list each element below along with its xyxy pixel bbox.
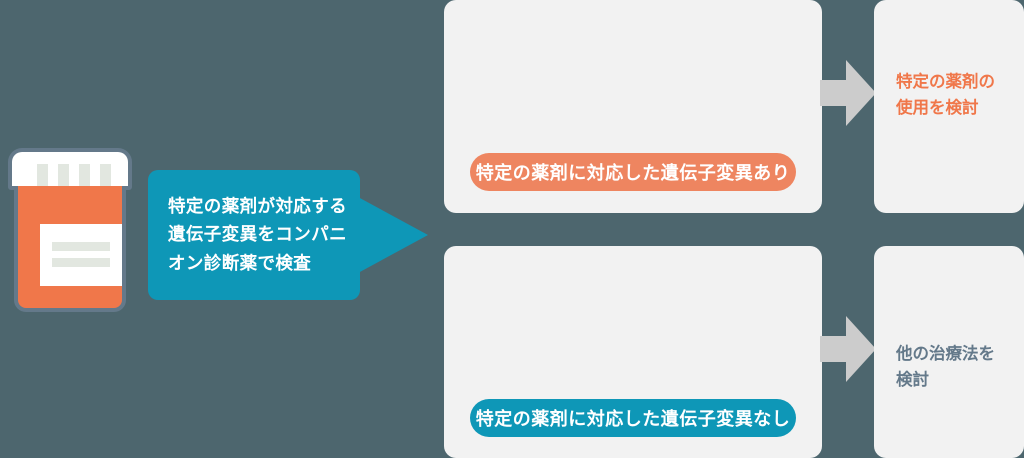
arrow-body	[148, 170, 360, 300]
bottle-cap	[8, 148, 132, 190]
outcome-negative-line-2: 検討	[896, 370, 929, 389]
bottle-label	[40, 224, 122, 286]
pill-bottle-icon	[8, 148, 132, 312]
process-arrow: 特定の薬剤が対応する 遺伝子変異をコンパニ オン診断薬で検査	[148, 170, 428, 300]
arrow-right-icon-negative	[820, 316, 876, 382]
outcome-positive-line-2: 使用を検討	[896, 98, 979, 117]
outcome-positive-line-1: 特定の薬剤の	[896, 73, 995, 91]
process-arrow-label: 特定の薬剤が対応する 遺伝子変異をコンパニ オン診断薬で検査	[168, 192, 358, 277]
arrow-right-icon-positive	[820, 60, 876, 126]
bottle-cap-ribs	[12, 164, 136, 186]
process-arrow-line-2: 遺伝子変異をコンパニ	[168, 224, 347, 245]
outcome-negative-line-1: 他の治療法を	[896, 345, 995, 363]
outcome-panel-negative: 他の治療法を 検討	[874, 246, 1024, 458]
outcome-label-negative: 他の治療法を 検討	[896, 342, 1016, 393]
outcome-panel-positive: 特定の薬剤の 使用を検討	[874, 0, 1024, 213]
result-badge-positive: 特定の薬剤に対応した遺伝子変異あり	[470, 153, 796, 191]
outcome-label-positive: 特定の薬剤の 使用を検討	[896, 70, 1016, 121]
process-arrow-line-3: オン診断薬で検査	[168, 252, 312, 273]
result-badge-negative: 特定の薬剤に対応した遺伝子変異なし	[470, 399, 796, 437]
process-arrow-line-1: 特定の薬剤が対応する	[168, 196, 347, 216]
